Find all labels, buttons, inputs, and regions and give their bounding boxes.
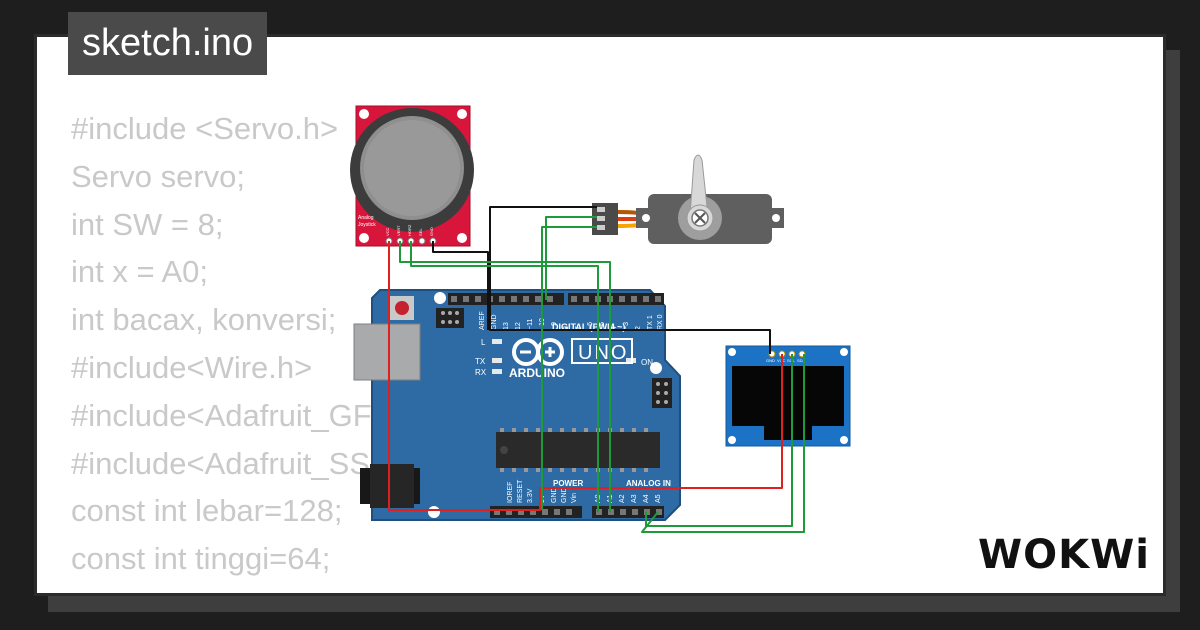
pin-label: GND bbox=[561, 487, 568, 503]
pin-label: A2 bbox=[619, 494, 626, 503]
wire-gnd-joystick[interactable] bbox=[432, 241, 489, 330]
wire-oled-scl[interactable] bbox=[645, 354, 793, 527]
pin-label: AREF bbox=[479, 311, 486, 330]
pin-label: ~9 bbox=[551, 322, 558, 330]
wire-gnd-servo[interactable] bbox=[489, 206, 771, 354]
wire-servo-power[interactable] bbox=[541, 226, 597, 510]
led-tx-label: TX bbox=[475, 357, 486, 366]
pin-label: VCC bbox=[385, 227, 390, 236]
pin-label: Vin bbox=[571, 493, 578, 503]
pin-label: 13 bbox=[503, 322, 510, 330]
led-on-label: ON bbox=[641, 358, 653, 367]
pin-label: RESET bbox=[517, 479, 524, 503]
file-name-tab: sketch.ino bbox=[68, 12, 268, 75]
pin-label: 2 bbox=[635, 326, 642, 330]
arduino-uno-board[interactable]: AREF GND 13 12 ~11 ~10 ~9 8 7 ~6 ~5 4 ~3… bbox=[353, 289, 681, 521]
pin-label: GND bbox=[491, 314, 498, 330]
analog-joystick[interactable]: Analog Joystick VCC VERT HORZ SEL GND bbox=[350, 105, 474, 247]
wire-servo-signal[interactable] bbox=[545, 216, 597, 300]
icsp-header bbox=[436, 308, 464, 328]
pin-label: 7 bbox=[575, 326, 582, 330]
led-l-label: L bbox=[481, 338, 486, 347]
pin-label: RX 0 bbox=[657, 314, 664, 330]
code-line: Servo servo; bbox=[71, 158, 246, 194]
arduino-logo-icon bbox=[512, 338, 564, 366]
pin-label: 3.3V bbox=[527, 488, 534, 503]
pin-label: IOREF bbox=[507, 482, 514, 503]
power-label: POWER bbox=[553, 479, 583, 488]
atmega-chip bbox=[496, 432, 660, 468]
digital-label: DIGITAL (PWM ~) bbox=[552, 322, 625, 332]
led-rx-label: RX bbox=[475, 368, 487, 377]
digital-header-right bbox=[568, 293, 664, 305]
led-rx bbox=[492, 369, 502, 374]
led-tx bbox=[492, 358, 502, 363]
icsp-header-right bbox=[652, 378, 672, 408]
pin-label: A4 bbox=[643, 494, 650, 503]
pin-label: GND bbox=[429, 227, 434, 236]
usb-port bbox=[353, 323, 421, 381]
led-l bbox=[492, 339, 502, 344]
pin-label: A3 bbox=[631, 494, 638, 503]
pin-label: ~3 bbox=[623, 322, 630, 330]
logo-text: WOKWi bbox=[978, 532, 1148, 578]
code-line: #include <Servo.h> bbox=[71, 111, 339, 146]
code-line: const int lebar=128; bbox=[71, 493, 343, 529]
pin-label: GND bbox=[766, 358, 775, 363]
code-line: const int tinggi=64; bbox=[71, 541, 331, 577]
pin-label: ~11 bbox=[527, 319, 534, 330]
pin-label: SDA bbox=[797, 358, 806, 363]
code-line: int bacax, konversi; bbox=[71, 302, 337, 338]
wokwi-logo: WOKWi bbox=[978, 532, 1148, 578]
wire-oled-sda[interactable] bbox=[641, 354, 805, 533]
board-brand: ARDUINO bbox=[509, 366, 565, 380]
pin-label: 12 bbox=[515, 322, 522, 330]
joystick-label: Joystick bbox=[358, 222, 376, 228]
pin-label: HORZ bbox=[407, 224, 412, 236]
servo-motor[interactable] bbox=[592, 154, 784, 244]
servo-horn[interactable] bbox=[689, 154, 709, 217]
board-model: UNO bbox=[578, 342, 628, 364]
pin-label: GND bbox=[551, 487, 558, 503]
pin-label: TX 1 bbox=[647, 315, 654, 330]
oled-display[interactable]: GND VCC SCL SDA bbox=[725, 345, 851, 447]
pin-label: 8 bbox=[563, 326, 570, 330]
pin-label: A5 bbox=[655, 494, 662, 503]
code-line: int SW = 8; bbox=[71, 206, 224, 242]
pin-label: VERT bbox=[396, 225, 401, 236]
pin-label: ~5 bbox=[599, 322, 606, 330]
analog-header bbox=[592, 506, 664, 518]
code-line: Adafruit_SSD1306 oled(lebar,tinggi,&Wire… bbox=[71, 583, 703, 593]
wire-5v[interactable] bbox=[388, 241, 783, 511]
joystick-label: Analog bbox=[358, 215, 374, 221]
pin-label: ~6 bbox=[587, 322, 594, 330]
oled-screen bbox=[732, 366, 844, 426]
code-line: int x = A0; bbox=[71, 254, 209, 290]
code-listing: #include <Servo.h> Servo servo; int SW =… bbox=[71, 105, 703, 593]
wire-horz[interactable] bbox=[410, 241, 599, 512]
code-line: #include<Wire.h> bbox=[71, 349, 313, 385]
pin-label: 4 bbox=[611, 326, 618, 330]
pin-label: SEL bbox=[418, 228, 423, 236]
analog-label: ANALOG IN bbox=[626, 479, 671, 488]
wire-vert[interactable] bbox=[399, 241, 611, 512]
